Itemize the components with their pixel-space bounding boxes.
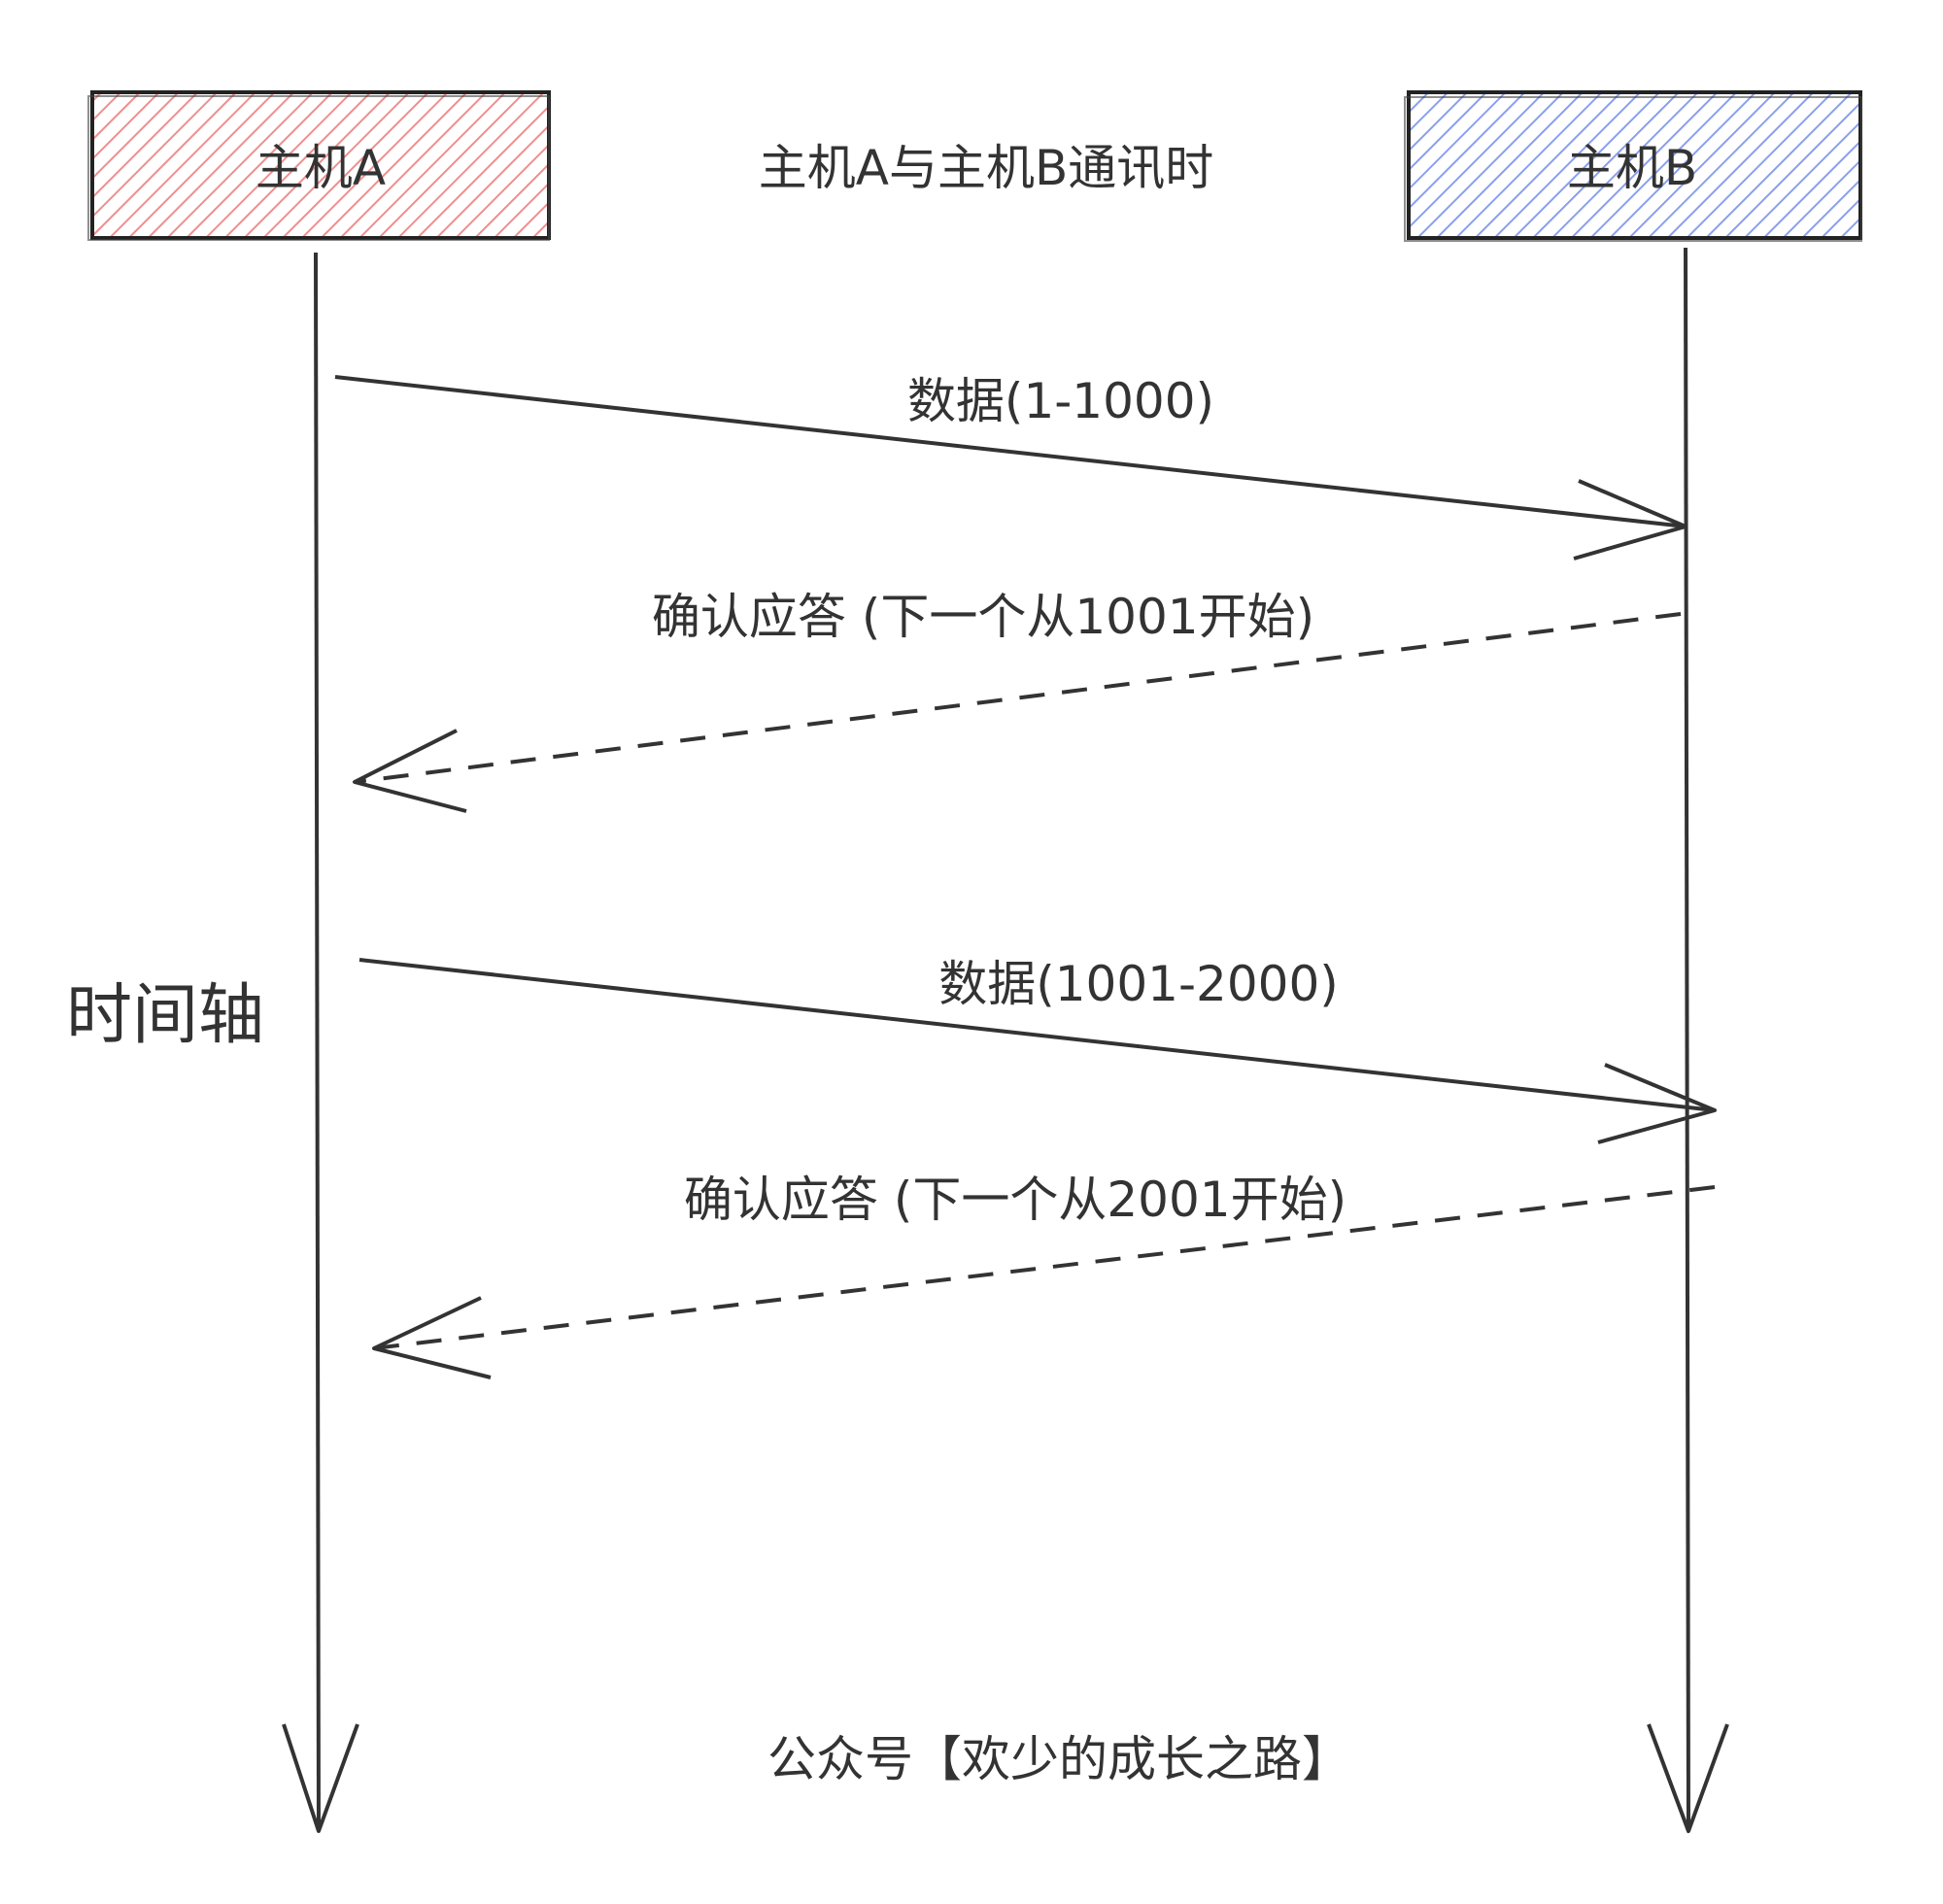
host-b-box: 主机B [1404,90,1862,242]
message-arrow-data-1 [334,375,1687,561]
watermark: 公众号【欢少的成长之路】 [767,1731,1350,1787]
message-arrow-data-2 [358,958,1717,1144]
host-a-lifeline [282,252,359,1833]
message-label-data-2: 数据(1001-2000) [938,956,1339,1012]
host-b-label: 主机B [1567,140,1697,196]
host-a-label: 主机A [256,140,386,196]
host-b-lifeline [1647,247,1729,1833]
host-a-box: 主机A [87,90,551,241]
diagram-title: 主机A与主机B通讯时 [759,140,1214,196]
message-label-ack-2: 确认应答 (下一个从2001开始) [684,1172,1346,1228]
message-label-ack-1: 确认应答 (下一个从1001开始) [652,589,1314,645]
message-arrow-ack-1 [353,612,1682,813]
time-axis-label: 时间轴 [66,977,264,1054]
message-label-data-1: 数据(1-1000) [907,373,1214,429]
message-arrow-ack-2 [372,1185,1716,1379]
